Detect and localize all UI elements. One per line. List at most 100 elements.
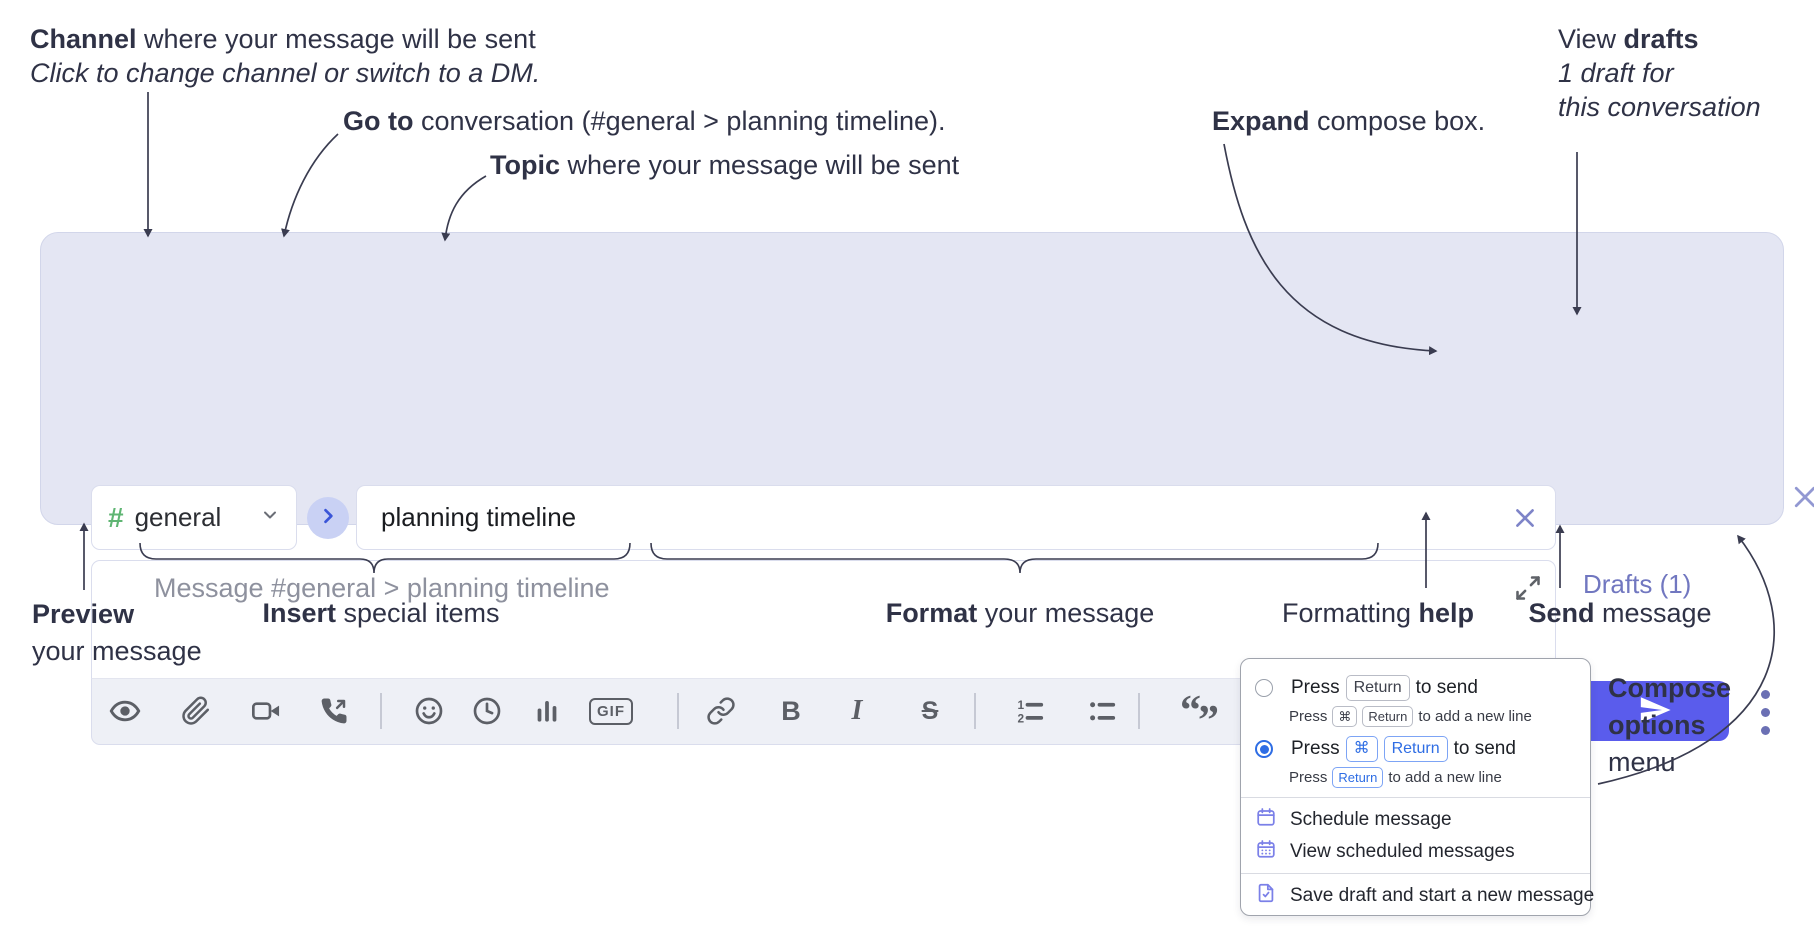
menu-divider [1241, 873, 1590, 874]
radio-selected-icon[interactable] [1255, 740, 1273, 758]
quote-open-glyph: “ [1180, 688, 1201, 734]
annotation-go-to: Go to conversation (#general > planning … [343, 104, 946, 138]
annotation-insert-bold: Insert [262, 598, 336, 628]
option-text: to send [1415, 677, 1478, 698]
bold-icon[interactable]: B [769, 689, 813, 733]
annotation-format-rest: your message [977, 598, 1155, 628]
menu-item-view-scheduled[interactable]: View scheduled messages [1255, 837, 1580, 867]
toolbar-divider [380, 693, 382, 729]
annotation-preview: Preview your message [32, 596, 202, 670]
topic-input[interactable] [357, 502, 1503, 533]
compose-box: # general [40, 232, 1814, 745]
expand-compose-icon[interactable] [1513, 573, 1543, 603]
option-text: to send [1453, 738, 1516, 759]
chevron-down-icon [260, 505, 280, 530]
annotation-view-drafts-regular: View [1558, 24, 1624, 54]
annotation-format: Format your message [886, 596, 1155, 630]
annotation-formatting-help-regular: Formatting [1281, 598, 1419, 628]
menu-option-return-to-send-sub: Press ⌘ Return to add a new line [1289, 706, 1580, 727]
go-to-leader-line [281, 133, 339, 238]
recent-clock-icon[interactable] [465, 689, 509, 733]
toolbar-divider [677, 693, 679, 729]
menu-item-save-draft[interactable]: Save draft and start a new message [1255, 881, 1594, 911]
annotation-insert-rest: special items [335, 598, 500, 628]
menu-option-cmd-return-to-send-sub: Press Return to add a new line [1289, 767, 1580, 788]
bold-glyph: B [781, 695, 801, 726]
annotation-channel-sub: Click to change channel or switch to a D… [30, 58, 541, 88]
emoji-icon[interactable] [407, 689, 451, 733]
option-text: Press [1291, 677, 1340, 698]
annotation-expand-rest: compose box. [1309, 106, 1486, 136]
return-keycap: Return [1383, 736, 1448, 762]
cmd-keycap: ⌘ [1332, 706, 1358, 727]
annotation-preview-bold: Preview [32, 599, 135, 629]
go-to-conversation-button[interactable] [307, 497, 349, 539]
poll-chart-icon[interactable] [525, 689, 569, 733]
option-subtext: Press [1289, 769, 1328, 786]
annotation-compose-options-line3: menu [1608, 747, 1676, 777]
topic-leader-line [441, 175, 487, 242]
channel-selector[interactable]: # general [91, 485, 297, 550]
annotation-topic: Topic where your message will be sent [490, 148, 959, 182]
link-icon[interactable] [699, 689, 743, 733]
message-input[interactable] [152, 571, 1485, 671]
cmd-keycap: ⌘ [1345, 736, 1378, 762]
annotation-go-to-bold: Go to [343, 106, 414, 136]
menu-item-label: Schedule message [1290, 809, 1452, 830]
annotation-channel: Channel where your message will be sent … [30, 22, 540, 90]
annotation-view-drafts-line3: this conversation [1558, 92, 1761, 122]
dot [1760, 707, 1770, 717]
radio-unselected-icon[interactable] [1255, 679, 1273, 697]
annotation-compose-options-line1: Compose [1608, 673, 1732, 703]
menu-divider [1241, 797, 1590, 798]
channel-hash-icon: # [108, 501, 124, 533]
italic-icon[interactable]: I [835, 689, 879, 733]
close-compose-icon[interactable] [1789, 481, 1814, 513]
annotation-preview-line2: your message [32, 636, 202, 666]
dot [1760, 689, 1770, 699]
gif-icon[interactable]: GIF [585, 689, 637, 733]
annotation-compose-options: Compose options menu [1608, 670, 1731, 781]
annotation-topic-bold: Topic [490, 150, 560, 180]
annotation-expand: Expand compose box. [1212, 104, 1485, 138]
clear-topic-button[interactable] [1503, 496, 1547, 540]
annotation-send-rest: message [1594, 598, 1712, 628]
attachment-paperclip-icon[interactable] [174, 689, 218, 733]
menu-item-label: View scheduled messages [1290, 841, 1515, 862]
return-keycap: Return [1332, 767, 1384, 788]
annotation-channel-rest: where your message will be sent [136, 24, 536, 54]
calendar-scheduled-icon [1255, 838, 1277, 866]
quote-close-glyph: ” [1198, 698, 1219, 744]
menu-option-return-to-send[interactable]: Press Return to send [1255, 675, 1580, 701]
bulleted-list-icon[interactable] [1080, 689, 1124, 733]
quote-icon[interactable]: “” [1176, 688, 1220, 744]
italic-glyph: I [851, 695, 863, 726]
video-clip-icon[interactable] [244, 689, 288, 733]
chevron-right-icon [318, 506, 338, 531]
save-draft-icon [1255, 882, 1277, 910]
annotation-view-drafts: View drafts 1 draft for this conversatio… [1558, 22, 1761, 124]
annotation-formatting-help: Formatting help [1282, 596, 1474, 630]
dot [1760, 725, 1770, 735]
annotation-channel-bold: Channel [30, 24, 137, 54]
option-subtext: Press [1289, 708, 1328, 725]
gif-label: GIF [589, 697, 633, 725]
annotation-topic-rest: where your message will be sent [560, 150, 960, 180]
menu-option-cmd-return-to-send[interactable]: Press ⌘ Return to send [1255, 736, 1580, 762]
audio-call-icon[interactable] [312, 689, 356, 733]
preview-eye-icon[interactable] [103, 689, 147, 733]
compose-options-button[interactable] [1750, 684, 1780, 740]
topic-input-box [356, 485, 1556, 550]
return-keycap: Return [1362, 706, 1414, 727]
menu-item-schedule-message[interactable]: Schedule message [1255, 805, 1580, 835]
strikethrough-icon[interactable]: S [908, 689, 952, 733]
compose-options-menu: Press Return to send Press ⌘ Return to a… [1240, 658, 1594, 916]
annotation-view-drafts-line2: 1 draft for [1558, 58, 1674, 88]
toolbar-divider [974, 693, 976, 729]
option-text: Press [1291, 738, 1340, 759]
calendar-icon [1255, 806, 1277, 834]
option-subtext: to add a new line [1388, 769, 1502, 786]
annotation-compose-options-line2: options [1608, 710, 1706, 740]
